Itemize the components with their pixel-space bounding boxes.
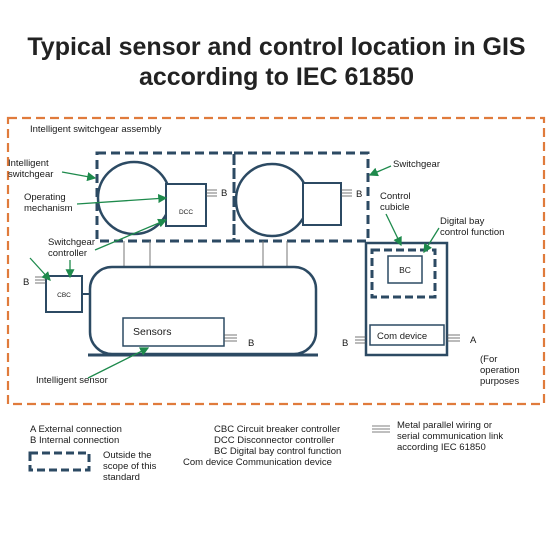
legend-bc: BC Digital bay control function xyxy=(214,446,341,457)
control-cubicle-label-2: cubicle xyxy=(380,202,410,213)
switchgear-controller-label-1: Switchgear xyxy=(48,237,95,248)
com-device-box xyxy=(369,324,445,346)
cbc-b-label: B xyxy=(23,277,29,288)
dcc-box-label: DCC xyxy=(179,209,193,216)
digital-bay-control-label-2: control function xyxy=(440,227,504,238)
legend-wiring-3: according IEC 61850 xyxy=(397,442,486,453)
for-operation-label-2: operation xyxy=(480,365,520,376)
com-device-b-terminal xyxy=(355,336,366,344)
page-title-line-2: according to IEC 61850 xyxy=(138,63,415,91)
intelligent-sensor-label: Intelligent sensor xyxy=(36,375,108,386)
sensors-box xyxy=(122,317,225,347)
legend-cbc: CBC Circuit breaker controller xyxy=(214,424,340,435)
for-operation-label-1: (For xyxy=(480,354,497,365)
arrow-intelligent-sensor xyxy=(87,347,150,379)
for-operation-label-3: purposes xyxy=(480,376,519,387)
legend-outside-scope-3: standard xyxy=(103,472,140,483)
com-device-a-terminal xyxy=(447,334,460,342)
bc-box-label: BC xyxy=(399,265,411,275)
dcc-b-terminal xyxy=(206,189,217,197)
right-mechanism-box xyxy=(302,182,342,226)
com-device-box-label: Com device xyxy=(377,331,427,342)
control-cubicle-label-1: Control xyxy=(380,191,411,202)
switchgear-label: Switchgear xyxy=(393,159,440,170)
arrow-switchgear xyxy=(368,165,392,177)
support-lines xyxy=(123,241,288,268)
arrow-control-cubicle xyxy=(385,213,402,247)
cbc-b-terminal xyxy=(35,276,46,284)
sensors-box-label: Sensors xyxy=(133,326,172,338)
switchgear-controller-label-2: controller xyxy=(48,248,87,259)
legend-b-internal: B Internal connection xyxy=(30,435,119,446)
callout-arrows xyxy=(29,165,440,379)
intelligent-switchgear-assembly-border xyxy=(6,116,546,406)
cbc-box-label: CBC xyxy=(57,292,71,299)
digital-bay-control-dashed-box xyxy=(370,248,437,299)
legend-wiring-sample xyxy=(372,425,390,433)
arrow-operating-mechanism xyxy=(76,193,168,205)
assembly-label: Intelligent switchgear assembly xyxy=(30,124,162,135)
legend-dcc: DCC Disconnector controller xyxy=(214,435,334,446)
dcc-b-label: B xyxy=(221,188,227,199)
breaker-circle-right xyxy=(234,162,310,238)
legend-wiring-2: serial communication link xyxy=(397,431,503,442)
right-box-b-terminal xyxy=(341,189,352,197)
legend-outside-scope-2: scope of this xyxy=(103,461,157,472)
intelligent-switchgear-label-1: Intelligent xyxy=(8,158,49,169)
arrow-switchgear-controller-to-cbc xyxy=(29,257,51,281)
legend-com-device: Com device Communication device xyxy=(183,457,332,468)
arrow-intelligent-switchgear xyxy=(61,171,97,182)
right-box-b-label: B xyxy=(356,189,362,200)
com-device-a-label: A xyxy=(470,335,477,346)
legend-a-external: A External connection xyxy=(30,424,122,435)
switchgear-right-dashed-box xyxy=(232,151,370,243)
sensors-b-terminal xyxy=(224,334,237,342)
page-title-line-1: Typical sensor and control location in G… xyxy=(27,33,526,61)
sensors-b-label: B xyxy=(248,338,254,349)
arrow-switchgear-controller-to-dcc xyxy=(94,218,168,251)
bc-box xyxy=(387,255,423,284)
legend-outside-scope-1: Outside the xyxy=(103,450,152,461)
intelligent-switchgear-label-2: switchgear xyxy=(8,169,53,180)
digital-bay-control-label-1: Digital bay xyxy=(440,216,485,227)
arrow-digital-bay xyxy=(423,227,440,254)
legend-dashed-scope-sample xyxy=(28,451,91,472)
com-device-b-label: B xyxy=(342,338,348,349)
operating-mechanism-label-1: Operating xyxy=(24,192,66,203)
legend-wiring-1: Metal parallel wiring or xyxy=(397,420,492,431)
operating-mechanism-label-2: mechanism xyxy=(24,203,73,214)
dcc-box xyxy=(165,183,207,227)
